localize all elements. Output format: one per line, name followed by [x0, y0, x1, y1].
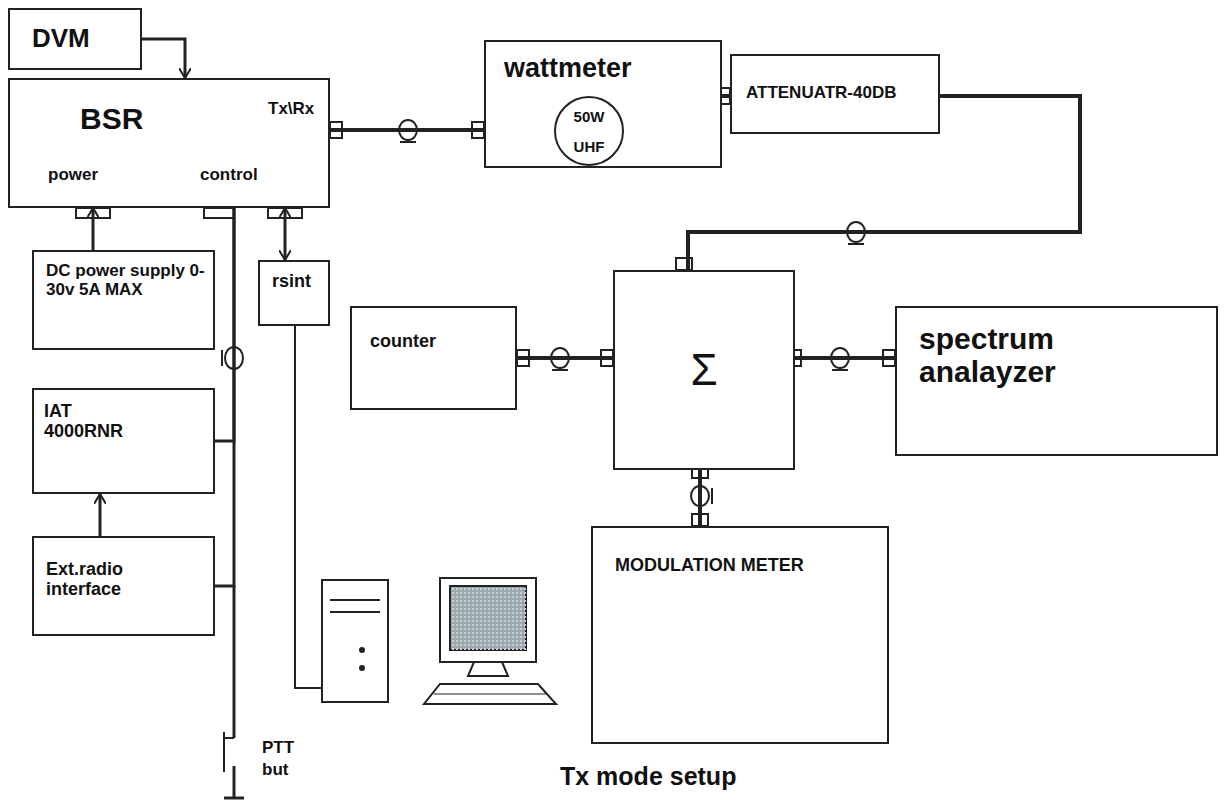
cable-connector [795, 356, 895, 360]
cable-connector [330, 128, 484, 132]
node-label: BSR [80, 102, 143, 135]
node-label: ATTENUATR-40DB [746, 84, 896, 103]
interface-box: Ext.radio interface [32, 536, 215, 636]
cable-connector [92, 208, 95, 250]
cable-connector [517, 356, 613, 360]
computer-illustration [322, 578, 556, 704]
node-label: Ext.radio interface [46, 560, 196, 600]
node-label: MODULATION METER [615, 556, 805, 576]
node-label: Σ [615, 272, 793, 468]
cable-connector [99, 494, 102, 536]
meter-dial: 50W UHF [554, 96, 624, 166]
attenuator-box: ATTENUATR-40DB [730, 54, 940, 134]
ptt-switch [224, 586, 244, 798]
node-label: wattmeter [504, 54, 632, 84]
radio-box: BSR Tx\Rx power control [8, 78, 330, 208]
instrument-box: spectrum analayzer [895, 306, 1218, 456]
meter-box: DVM [8, 8, 142, 70]
tester-box: IAT 4000RNR [32, 388, 215, 494]
node-label: IAT 4000RNR [44, 402, 144, 442]
instrument-box: MODULATION METER [591, 526, 889, 744]
node-label: counter [370, 332, 436, 352]
node-label: spectrum analayzer [919, 322, 1119, 388]
node-label: Tx\Rx [268, 100, 314, 119]
supply-box: DC power supply 0-30v 5A MAX [32, 250, 215, 350]
serial-cable [295, 326, 322, 688]
instrument-box: counter [350, 306, 517, 410]
switch-label: PTT [262, 738, 294, 758]
cable-connector [142, 39, 185, 78]
cable-connector [698, 470, 702, 526]
node-label: DC power supply 0-30v 5A MAX [46, 262, 206, 299]
cable-connector [215, 208, 234, 586]
node-label: control [200, 166, 258, 185]
interface-box: rsint [258, 260, 330, 326]
cable-connector [722, 94, 730, 98]
caption: Tx mode setup [560, 762, 736, 791]
cable-connector [215, 208, 234, 441]
instrument-box: wattmeter 50W UHF [484, 40, 722, 168]
node-label: power [48, 166, 98, 185]
switch-label: but [262, 760, 288, 780]
node-label: 50W UHF [556, 102, 622, 162]
control-connector [204, 208, 234, 218]
combiner-box: Σ [613, 270, 795, 470]
node-label: rsint [272, 272, 311, 292]
cable-connector [284, 208, 287, 260]
node-label: DVM [32, 24, 90, 53]
